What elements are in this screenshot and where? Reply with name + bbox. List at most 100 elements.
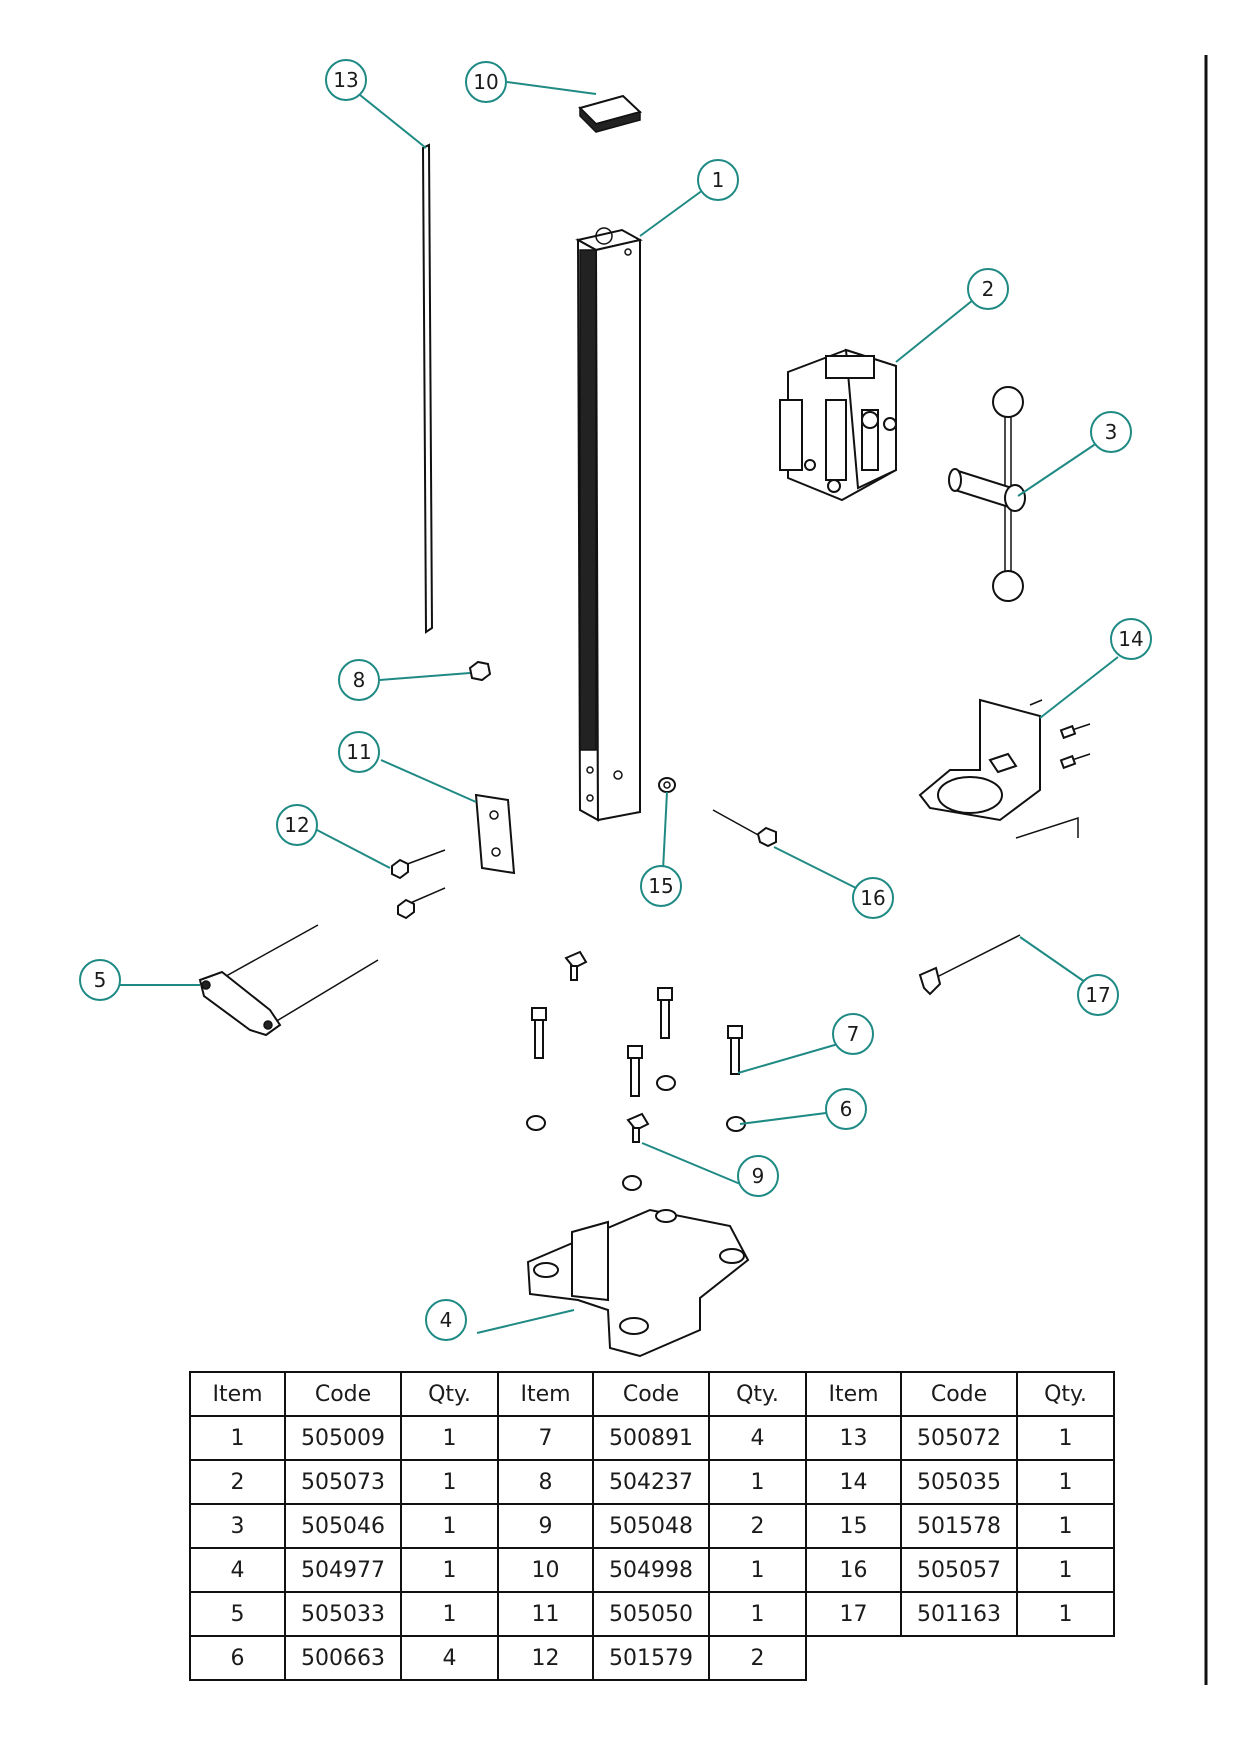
cell-qty: 1	[708, 1591, 807, 1637]
cell-code: 505046	[284, 1503, 402, 1549]
callout-12: 12	[276, 804, 318, 846]
callout-8: 8	[338, 659, 380, 701]
empty-cell	[1017, 1636, 1114, 1680]
cell-item: 3	[189, 1503, 286, 1549]
svg-text:9: 9	[752, 1164, 765, 1188]
table-row: 3 505046 1 9 505048 2 15 501578 1	[189, 1503, 1115, 1549]
callout-leaders	[120, 81, 1119, 1334]
cell-item: 1	[189, 1415, 286, 1461]
cell-item: 8	[497, 1459, 594, 1505]
empty-cell	[901, 1636, 1017, 1680]
cell-item: 13	[805, 1415, 902, 1461]
part-5-support-arm	[198, 924, 379, 1037]
part-9-wing-screws	[564, 950, 650, 1143]
header-code: Code	[284, 1371, 402, 1417]
part-3-handle	[948, 386, 1026, 602]
cell-qty: 1	[1016, 1503, 1115, 1549]
svg-text:2: 2	[982, 277, 995, 301]
cell-item: 6	[189, 1635, 286, 1681]
table-row: 5 505033 1 11 505050 1 17 501163 1	[189, 1591, 1115, 1637]
part-12-bolts	[391, 849, 446, 920]
cell-qty: 1	[708, 1547, 807, 1593]
cell-code: 500663	[284, 1635, 402, 1681]
cell-qty: 1	[400, 1503, 499, 1549]
part-15-washer	[658, 777, 676, 793]
part-16-long-bolt	[712, 809, 777, 848]
part-14-motor-clamp	[918, 698, 1091, 839]
cell-qty: 1	[400, 1459, 499, 1505]
cell-qty: 1	[1016, 1591, 1115, 1637]
cell-qty: 1	[400, 1591, 499, 1637]
table-header-row: Item Code Qty. Item Code Qty. Item Code …	[189, 1371, 1115, 1417]
callout-16: 16	[852, 877, 894, 919]
callout-14: 14	[1110, 618, 1152, 660]
cell-code: 504977	[284, 1547, 402, 1593]
svg-text:1: 1	[712, 168, 725, 192]
svg-text:5: 5	[94, 968, 107, 992]
cell-qty: 1	[708, 1459, 807, 1505]
part-1-column	[575, 227, 643, 822]
svg-text:6: 6	[840, 1097, 853, 1121]
cell-qty: 4	[708, 1415, 807, 1461]
svg-text:12: 12	[284, 813, 309, 837]
header-qty: Qty.	[400, 1371, 499, 1417]
part-11-plate	[474, 793, 516, 875]
cell-code: 505035	[900, 1459, 1018, 1505]
cell-item: 12	[497, 1635, 594, 1681]
svg-text:8: 8	[353, 668, 366, 692]
cell-qty: 1	[1016, 1459, 1115, 1505]
cell-code: 505072	[900, 1415, 1018, 1461]
cell-code: 504998	[592, 1547, 710, 1593]
part-17-wrench	[918, 934, 1021, 996]
part-4-base	[526, 1208, 750, 1358]
header-code: Code	[900, 1371, 1018, 1417]
cell-item: 15	[805, 1503, 902, 1549]
svg-text:14: 14	[1118, 627, 1143, 651]
cell-item: 16	[805, 1547, 902, 1593]
cell-item: 9	[497, 1503, 594, 1549]
cell-item: 4	[189, 1547, 286, 1593]
table-row: 2 505073 1 8 504237 1 14 505035 1	[189, 1459, 1115, 1505]
cell-code: 501163	[900, 1591, 1018, 1637]
svg-text:17: 17	[1085, 983, 1110, 1007]
header-qty: Qty.	[1016, 1371, 1115, 1417]
svg-text:10: 10	[473, 70, 498, 94]
cell-qty: 4	[400, 1635, 499, 1681]
svg-text:16: 16	[860, 886, 885, 910]
cell-code: 505048	[592, 1503, 710, 1549]
cell-code: 505033	[284, 1591, 402, 1637]
callout-5: 5	[79, 959, 121, 1001]
header-item: Item	[189, 1371, 286, 1417]
part-8-nut	[468, 660, 492, 682]
header-item: Item	[497, 1371, 594, 1417]
cell-qty: 1	[400, 1547, 499, 1593]
callout-17: 17	[1077, 974, 1119, 1016]
svg-text:13: 13	[333, 68, 358, 92]
parts-list-table: Item Code Qty. Item Code Qty. Item Code …	[189, 1371, 1115, 1681]
cell-code: 500891	[592, 1415, 710, 1461]
cell-code: 505050	[592, 1591, 710, 1637]
cell-qty: 1	[400, 1415, 499, 1461]
cell-item: 10	[497, 1547, 594, 1593]
cell-code: 505073	[284, 1459, 402, 1505]
table-row: 1 505009 1 7 500891 4 13 505072 1	[189, 1415, 1115, 1461]
column-rack-teeth	[579, 249, 597, 751]
callout-4: 4	[425, 1299, 467, 1341]
callout-10: 10	[465, 61, 507, 103]
cell-code: 505009	[284, 1415, 402, 1461]
callout-9: 9	[737, 1155, 779, 1197]
cell-item: 14	[805, 1459, 902, 1505]
part-7-bolts	[531, 987, 743, 1097]
callout-3: 3	[1090, 411, 1132, 453]
cell-qty: 1	[1016, 1547, 1115, 1593]
callout-6: 6	[825, 1088, 867, 1130]
callout-13: 13	[325, 59, 367, 101]
cell-item: 5	[189, 1591, 286, 1637]
cell-code: 504237	[592, 1459, 710, 1505]
svg-text:11: 11	[346, 740, 371, 764]
callout-15: 15	[640, 865, 682, 907]
cell-item: 2	[189, 1459, 286, 1505]
header-item: Item	[805, 1371, 902, 1417]
svg-text:4: 4	[440, 1308, 453, 1332]
